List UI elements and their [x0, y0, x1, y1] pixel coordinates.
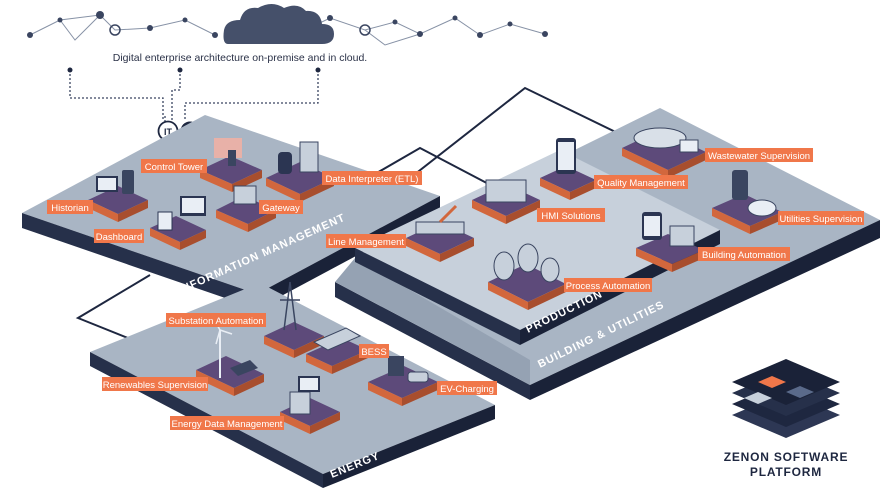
label-dashboard-text: Dashboard	[96, 232, 142, 243]
label-substation[interactable]: Substation Automation	[166, 313, 266, 327]
hmi-module	[472, 179, 540, 224]
utilities-module	[712, 170, 782, 234]
label-line-management-text: Line Management	[328, 237, 404, 248]
label-dashboard[interactable]: Dashboard	[94, 229, 144, 243]
label-historian[interactable]: Historian	[47, 200, 93, 214]
label-control-tower[interactable]: Control Tower	[141, 159, 207, 173]
data-interpreter-module	[266, 141, 334, 202]
label-renewables[interactable]: Renewables Supervision	[102, 377, 208, 391]
process-automation-module	[488, 243, 566, 310]
label-hmi-text: HMI Solutions	[541, 211, 600, 222]
label-renewables-text: Renewables Supervision	[103, 380, 208, 391]
substation-module	[264, 281, 324, 358]
label-control-tower-text: Control Tower	[145, 162, 203, 173]
modules	[88, 127, 782, 434]
label-ev-charging-text: EV-Charging	[440, 384, 494, 395]
dashboard-module	[150, 196, 206, 250]
logo-line2: PLATFORM	[750, 465, 822, 479]
quality-module	[540, 138, 596, 200]
label-gateway[interactable]: Gateway	[259, 200, 303, 214]
label-wastewater[interactable]: Wastewater Supervision	[705, 148, 813, 162]
label-hmi[interactable]: HMI Solutions	[537, 208, 605, 222]
label-building-automation[interactable]: Building Automation	[698, 247, 790, 261]
zenon-logo-icon	[732, 359, 840, 438]
label-process-automation[interactable]: Process Automation	[564, 278, 652, 292]
label-quality-text: Quality Management	[597, 178, 685, 189]
label-historian-text: Historian	[51, 203, 89, 214]
label-wastewater-text: Wastewater Supervision	[708, 151, 810, 162]
header-caption: Digital enterprise architecture on-premi…	[113, 52, 367, 64]
label-utilities-text: Utilities Supervision	[780, 214, 863, 225]
label-quality[interactable]: Quality Management	[594, 175, 688, 189]
label-energy-data-text: Energy Data Management	[172, 419, 283, 430]
label-substation-text: Substation Automation	[168, 316, 263, 327]
label-building-automation-text: Building Automation	[702, 250, 786, 261]
label-bess-text: BESS	[361, 347, 386, 358]
label-data-interpreter-text: Data Interpreter (ETL)	[326, 174, 419, 185]
wastewater-module	[622, 127, 706, 178]
label-utilities[interactable]: Utilities Supervision	[778, 211, 864, 225]
label-process-automation-text: Process Automation	[566, 281, 651, 292]
label-gateway-text: Gateway	[262, 203, 300, 214]
label-bess[interactable]: BESS	[359, 344, 389, 358]
logo-line1: ZENON SOFTWARE	[724, 450, 849, 464]
ev-charging-module	[368, 356, 438, 406]
line-management-module	[406, 204, 474, 262]
cloud-icon	[223, 4, 334, 44]
energy-data-module	[280, 376, 340, 434]
historian-module	[88, 170, 148, 222]
cloud-network	[27, 11, 548, 46]
label-data-interpreter[interactable]: Data Interpreter (ETL)	[322, 171, 422, 185]
label-energy-data[interactable]: Energy Data Management	[170, 416, 284, 430]
it-badge-label: IT	[164, 127, 173, 137]
label-ev-charging[interactable]: EV-Charging	[437, 381, 497, 395]
gateway-module	[216, 185, 276, 232]
building-automation-module	[636, 212, 704, 272]
label-line-management[interactable]: Line Management	[326, 234, 406, 248]
